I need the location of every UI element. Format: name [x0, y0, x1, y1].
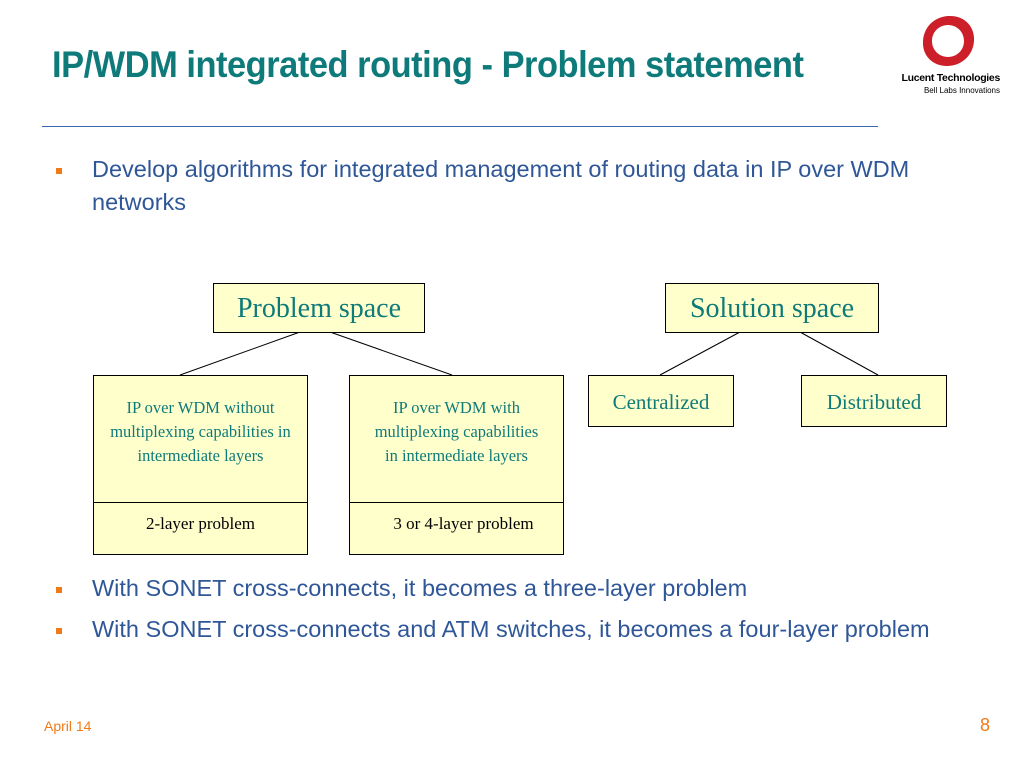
footer-date: April 14: [44, 718, 92, 734]
problem-space-label: Problem space: [236, 293, 402, 324]
bullet-marker-icon: [56, 168, 62, 174]
bullet-text: Develop algorithms for integrated manage…: [92, 156, 910, 215]
solution-space-label: Solution space: [689, 293, 855, 324]
solution-space-box: Solution space: [665, 283, 879, 333]
problem-variant-box: IP over WDM with multiplexing capabiliti…: [349, 375, 564, 555]
bullet-marker-icon: [56, 628, 62, 634]
title-divider: [42, 126, 878, 127]
centralized-label: Centralized: [612, 390, 710, 414]
bullet-text: With SONET cross-connects, it becomes a …: [92, 575, 748, 601]
logo-company-name: Lucent Technologies: [901, 72, 1000, 84]
problem-variant-description: IP over WDM without multiplexing capabil…: [94, 376, 307, 503]
page-number: 8: [979, 715, 990, 735]
distributed-label: Distributed: [826, 390, 922, 414]
lucent-ring-icon: [922, 15, 975, 66]
distributed-box: Distributed: [801, 375, 947, 427]
lucent-logo: Lucent Technologies Bell Labs Innovation…: [896, 8, 1006, 108]
bullet-text: With SONET cross-connects and ATM switch…: [92, 616, 930, 642]
problem-variant-layer-count: 2-layer problem: [145, 514, 256, 533]
problem-variant-description: IP over WDM with multiplexing capabiliti…: [350, 376, 563, 503]
problem-variant-layer-count: 3 or 4-layer problem: [393, 514, 534, 533]
logo-tagline: Bell Labs Innovations: [923, 86, 1000, 95]
problem-variant-box: IP over WDM without multiplexing capabil…: [93, 375, 308, 555]
centralized-box: Centralized: [588, 375, 734, 427]
problem-space-box: Problem space: [213, 283, 425, 333]
slide-title: IP/WDM integrated routing - Problem stat…: [52, 44, 804, 85]
bullet-marker-icon: [56, 587, 62, 593]
